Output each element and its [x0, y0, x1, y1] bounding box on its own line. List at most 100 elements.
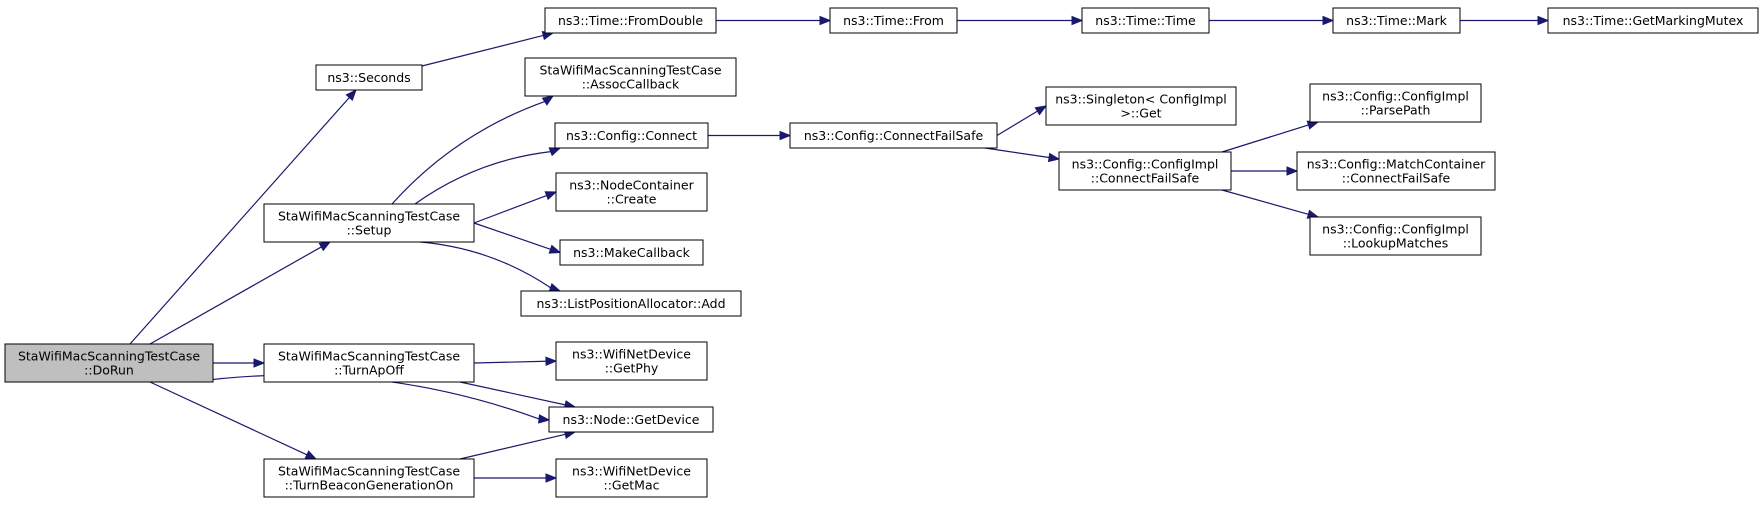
node-label-line: StaWifiMacScanningTestCase — [278, 209, 460, 224]
node-configConnect[interactable]: ns3::Config::Connect — [554, 122, 709, 149]
edge-setup-to-configConnect — [414, 147, 562, 205]
node-timeTime[interactable]: ns3::Time::Time — [1081, 7, 1210, 34]
node-makeCallback[interactable]: ns3::MakeCallback — [559, 239, 704, 266]
edge-configConnect-to-connectFailSafe — [708, 130, 792, 141]
node-label-line: ns3::Time::Mark — [1346, 13, 1447, 28]
node-box — [1045, 86, 1237, 126]
node-getPhy[interactable]: ns3::WifiNetDevice::GetPhy — [555, 341, 708, 381]
arrowhead — [318, 241, 332, 252]
node-box — [544, 7, 717, 34]
node-label-line: ::DoRun — [84, 363, 134, 378]
node-singletonGet[interactable]: ns3::Singleton< ConfigImpl>::Get — [1045, 86, 1237, 126]
node-box — [548, 406, 714, 433]
arrowhead — [779, 130, 792, 141]
node-nodeContainerCreate[interactable]: ns3::NodeContainer::Create — [555, 172, 708, 212]
arrowhead — [1537, 15, 1550, 26]
edge-line — [1221, 124, 1309, 153]
arrowhead — [1071, 15, 1084, 26]
node-getMarkingMutex[interactable]: ns3::Time::GetMarkingMutex — [1547, 7, 1759, 34]
node-setup[interactable]: StaWifiMacScanningTestCase::Setup — [263, 203, 475, 243]
node-label-line: ::ParsePath — [1361, 103, 1431, 118]
node-seconds[interactable]: ns3::Seconds — [315, 64, 423, 91]
edge-line — [129, 97, 350, 345]
node-turnBeacon[interactable]: StaWifiMacScanningTestCase::TurnBeaconGe… — [263, 458, 475, 498]
node-label-line: ns3::Config::Connect — [566, 128, 697, 143]
arrowhead — [544, 191, 558, 201]
arrowhead — [819, 15, 832, 26]
node-assocCallback[interactable]: StaWifiMacScanningTestCase::AssocCallbac… — [524, 57, 737, 97]
node-box — [789, 122, 998, 149]
node-label-line: ::LookupMatches — [1343, 236, 1449, 251]
node-connectFailSafe[interactable]: ns3::Config::ConnectFailSafe — [789, 122, 998, 149]
edge-timeMark-to-getMarkingMutex — [1460, 15, 1550, 26]
node-layer: StaWifiMacScanningTestCase::DoRun ns3::Se… — [4, 7, 1759, 498]
node-getMac[interactable]: ns3::WifiNetDevice::GetMac — [555, 458, 708, 498]
node-configImplConnectFailSafe[interactable]: ns3::Config::ConfigImpl::ConnectFailSafe — [1058, 151, 1232, 191]
node-label-line: ns3::Seconds — [327, 70, 410, 85]
node-label-line: ns3::Time::From — [843, 13, 944, 28]
arrowhead — [548, 244, 562, 254]
edge-doRun-to-turnApOff — [213, 358, 266, 368]
node-parsePath[interactable]: ns3::Config::ConfigImpl::ParsePath — [1309, 83, 1482, 123]
node-box — [555, 341, 708, 381]
node-label-line: ::GetPhy — [605, 361, 659, 376]
node-doRun[interactable]: StaWifiMacScanningTestCase::DoRun — [4, 343, 214, 383]
edge-turnApOff-to-getPhy — [473, 356, 558, 366]
edge-setup-to-makeCallback — [473, 222, 562, 254]
arrowhead — [253, 358, 266, 368]
node-box — [524, 57, 737, 97]
node-label-line: ::TurnApOff — [334, 363, 404, 378]
edge-configImplConnectFailSafe-to-matchContainerConnectFailSafe — [1231, 166, 1299, 176]
node-label-line: ns3::Time::FromDouble — [558, 13, 703, 28]
edge-configImplConnectFailSafe-to-lookupMatches — [1221, 189, 1320, 219]
arrowhead — [1047, 152, 1061, 163]
node-label-line: StaWifiMacScanningTestCase — [18, 349, 200, 364]
edge-line — [1221, 189, 1309, 215]
node-box — [829, 7, 958, 34]
arrowhead — [538, 414, 551, 424]
edge-doRun-to-seconds — [129, 88, 357, 345]
node-fromDouble[interactable]: ns3::Time::FromDouble — [544, 7, 717, 34]
node-label-line: ns3::Time::Time — [1095, 13, 1196, 28]
edge-line — [149, 246, 322, 345]
edge-line — [149, 381, 308, 456]
edge-doRun-to-turnBeacon — [149, 381, 318, 460]
node-lookupMatches[interactable]: ns3::Config::ConfigImpl::LookupMatches — [1309, 216, 1482, 256]
node-getDevice[interactable]: ns3::Node::GetDevice — [548, 406, 714, 433]
node-label-line: StaWifiMacScanningTestCase — [278, 464, 460, 479]
node-listPosAdd[interactable]: ns3::ListPositionAllocator::Add — [520, 290, 742, 317]
node-box — [1309, 83, 1482, 123]
edge-setup-to-listPosAdd — [419, 241, 562, 293]
node-label-line: ns3::Config::ConfigImpl — [1322, 89, 1469, 104]
edge-turnBeacon-to-getDevice — [459, 429, 577, 460]
node-timeMark[interactable]: ns3::Time::Mark — [1332, 7, 1461, 34]
edge-line — [996, 110, 1038, 137]
edge-turnBeacon-to-getMac — [474, 473, 558, 483]
node-label-line: >::Get — [1120, 106, 1161, 121]
node-label-line: ::AssocCallback — [582, 77, 680, 92]
edge-configImplConnectFailSafe-to-parsePath — [1221, 120, 1320, 153]
arrowhead — [1322, 15, 1335, 26]
node-box — [1332, 7, 1461, 34]
node-label-line: ::TurnBeaconGenerationOn — [285, 478, 454, 493]
node-box — [315, 64, 423, 91]
node-label-line: ns3::Time::GetMarkingMutex — [1563, 13, 1744, 28]
edge-line — [459, 381, 566, 406]
node-box — [1547, 7, 1759, 34]
node-box — [1296, 151, 1496, 191]
edge-line — [391, 101, 545, 205]
node-timeFrom[interactable]: ns3::Time::From — [829, 7, 958, 34]
node-label-line: ::Setup — [347, 223, 392, 238]
node-box — [555, 172, 708, 212]
node-box — [263, 203, 475, 243]
arrowhead — [545, 356, 558, 366]
edge-line — [459, 433, 566, 460]
edge-setup-to-assocCallback — [391, 95, 555, 205]
node-matchContainerConnectFailSafe[interactable]: ns3::Config::MatchContainer::ConnectFail… — [1296, 151, 1496, 191]
node-turnApOff[interactable]: StaWifiMacScanningTestCase::TurnApOff — [263, 343, 475, 383]
edge-timeFrom-to-timeTime — [957, 15, 1084, 26]
arrowhead — [548, 147, 562, 157]
node-box — [1058, 151, 1232, 191]
node-box — [559, 239, 704, 266]
node-label-line: ns3::Singleton< ConfigImpl — [1055, 92, 1227, 107]
